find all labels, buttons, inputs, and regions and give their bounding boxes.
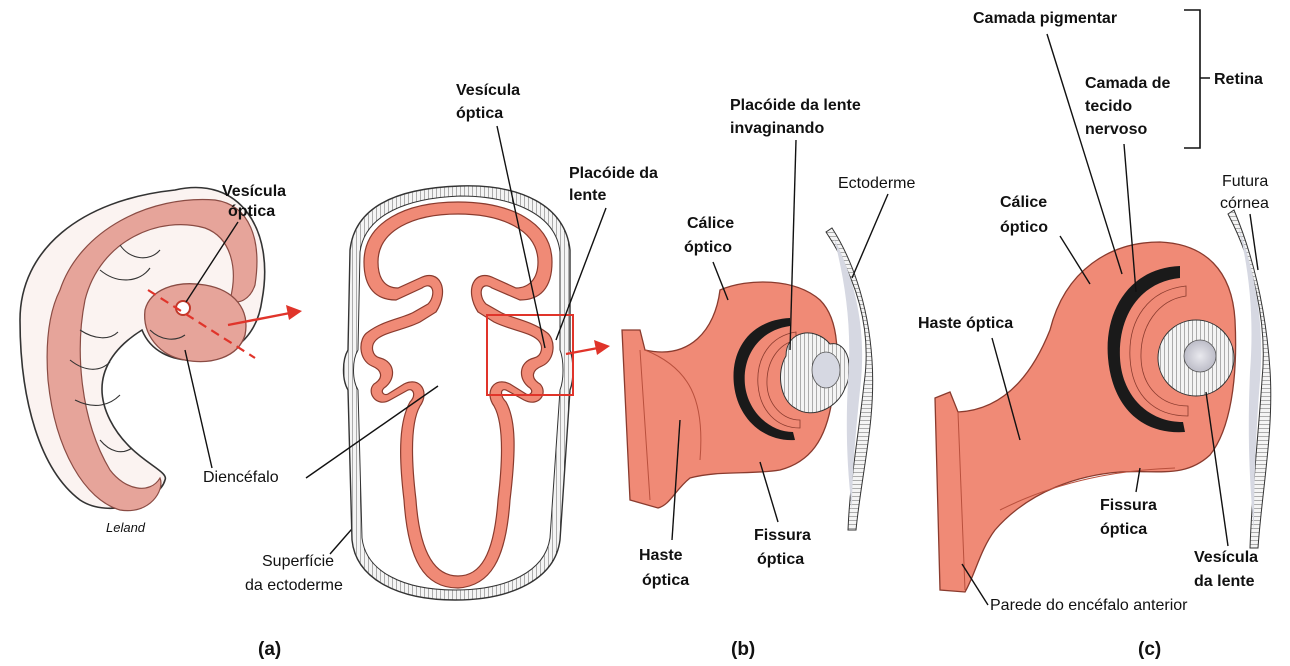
label-calice-c-2: óptico (1000, 219, 1048, 236)
leader-camada-pig (1047, 34, 1122, 274)
panel-letter-b: (b) (731, 639, 755, 660)
label-futura-2: córnea (1220, 195, 1269, 212)
label-camada-pig: Camada pigmentar (973, 10, 1117, 27)
label-haste-b-1: Haste (639, 547, 683, 564)
label-ectoderme: Ectoderme (838, 175, 915, 192)
lens-vesicle-c-core (1184, 340, 1216, 372)
panel-letter-c: (c) (1138, 639, 1161, 660)
label-superficie-2: da ectoderme (245, 577, 343, 594)
bracket-retina (1184, 10, 1210, 148)
leader-ectoderme (852, 194, 888, 278)
label-fissura-b-1: Fissura (754, 527, 811, 544)
label-calice-c-1: Cálice (1000, 194, 1047, 211)
label-vesicula-b-2: óptica (456, 105, 503, 122)
label-placoide-2: lente (569, 187, 606, 204)
label-calice-b-1: Cálice (687, 215, 734, 232)
label-placoide-inv-1: Placóide da lente (730, 97, 861, 114)
label-haste-b-2: óptica (642, 572, 689, 589)
label-parede: Parede do encéfalo anterior (990, 597, 1188, 614)
label-camada-tec-3: nervoso (1085, 121, 1147, 138)
leader-diencefalo (185, 350, 212, 468)
label-futura-1: Futura (1222, 173, 1268, 190)
panel-b: Ectoderme Placóide da lente invaginando … (622, 97, 915, 660)
label-placoide-1: Placóide da (569, 165, 658, 182)
leader-calice-c (1060, 236, 1090, 284)
label-superficie-1: Superfície (262, 553, 334, 570)
panel-a: Leland Vesícula óptica Diencéfalo Superf… (20, 183, 372, 660)
lens-pit-b (812, 352, 840, 388)
optic-stalk-c (935, 242, 1236, 592)
label-fissura-c-2: óptica (1100, 521, 1147, 538)
label-diencefalo: Diencéfalo (203, 469, 279, 486)
label-fissura-c-1: Fissura (1100, 497, 1157, 514)
label-camada-tec-2: tecido (1085, 98, 1132, 115)
label-haste-c: Haste óptica (918, 315, 1013, 332)
label-placoide-inv-2: invaginando (730, 120, 824, 137)
label-calice-b-2: óptico (684, 239, 732, 256)
label-vesicula-a-1: Vesícula (222, 183, 286, 200)
label-fissura-b-2: óptica (757, 551, 804, 568)
label-retina: Retina (1214, 71, 1263, 88)
panel-c: Camada pigmentar Camada de tecido nervos… (918, 10, 1271, 660)
cross-section: Vesícula óptica Placóide da lente (306, 82, 658, 600)
label-vesicula-a-2: óptica (228, 203, 275, 220)
signature: Leland (106, 520, 146, 535)
label-vesicula-lente-2: da lente (1194, 573, 1255, 590)
panel-letter-a: (a) (258, 639, 281, 660)
label-vesicula-lente-1: Vesícula (1194, 549, 1258, 566)
label-camada-tec-1: Camada de (1085, 75, 1170, 92)
label-vesicula-b-1: Vesícula (456, 82, 520, 99)
